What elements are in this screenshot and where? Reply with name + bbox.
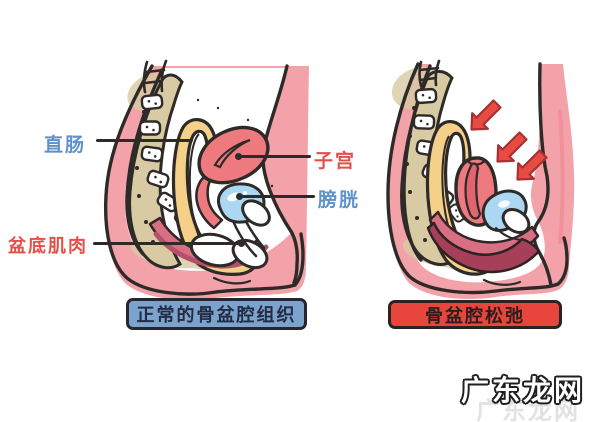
pelvic-floor-muscle-deep [426, 221, 541, 274]
vagina-shape [195, 174, 224, 230]
caption-relaxed-pelvis: 骨盆腔松弛 [388, 300, 562, 329]
right-pelvis-figure [386, 59, 575, 300]
watermark-ghost: 广东龙网 [476, 397, 580, 422]
perineum-line [212, 276, 252, 285]
uterus-label: 子宫 [314, 150, 357, 172]
watermark: 广东龙网 [461, 374, 586, 407]
uterus-shape [454, 156, 498, 227]
bladder-label: 膀胱 [318, 189, 361, 211]
perineum-line [482, 278, 522, 286]
uterus-connector-line [239, 155, 311, 159]
spine-top-lines [418, 59, 441, 88]
interior-speckles [196, 98, 274, 188]
caption-normal-pelvis: 正常的骨盆腔组织 [126, 298, 307, 330]
pelvic-floor-connector-dot [238, 240, 245, 247]
bladder-connector-line [240, 195, 315, 199]
fascia-line [495, 227, 525, 241]
uterus-connector-dot [235, 153, 242, 160]
spine-top-lines [142, 59, 168, 94]
rectum-label: 直肠 [44, 134, 87, 156]
pelvic-floor-label: 盆底肌肉 [8, 236, 88, 257]
pelvic-floor-connector-line [93, 242, 241, 246]
bladder-connector-dot [236, 193, 243, 200]
pubic-bone-shape [501, 208, 531, 234]
uterus-shape [197, 125, 270, 185]
pubic-bone-shape [241, 199, 271, 227]
rectum-connector-line [96, 139, 193, 143]
skin-streak [558, 109, 565, 244]
left-pelvis-figure [103, 59, 309, 300]
